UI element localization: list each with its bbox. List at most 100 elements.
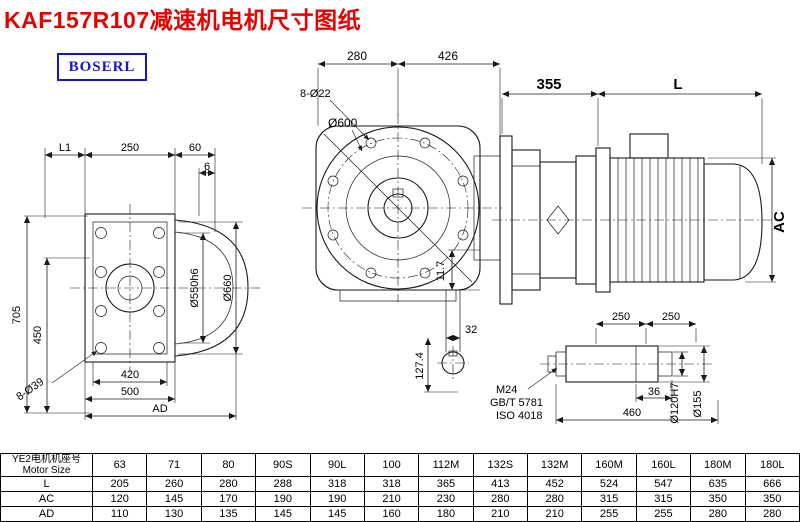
dim-value-cell: 110 xyxy=(91,506,148,522)
side-view: L1 250 60 6 705 450 Ø550h6 Ø660 420 500 … xyxy=(11,142,262,420)
dim-value-cell: 255 xyxy=(581,506,637,522)
shaft-detail: 250 250 Ø120H7 Ø155 36 460 M24 GB/T 5781… xyxy=(490,311,719,424)
dim-value-cell: 666 xyxy=(744,476,800,492)
dim-value-cell: 160 xyxy=(363,506,420,522)
frame-size-col: 100 xyxy=(363,453,420,477)
dim-value-cell: 280 xyxy=(744,506,800,522)
flange-bolt-hole xyxy=(457,175,469,187)
dim-value-cell: 190 xyxy=(309,491,365,507)
frame-size-col: 132M xyxy=(526,453,583,477)
bolt-hole xyxy=(153,342,165,354)
flange-bolt-hole xyxy=(327,175,339,187)
motor-side-view: 355 L AC xyxy=(492,76,788,305)
dim-8xd22-label: 8-Ø22 xyxy=(300,88,331,100)
dim-value-cell: 318 xyxy=(363,476,420,492)
dim-value-cell: 190 xyxy=(255,491,311,507)
row-label: AC xyxy=(0,491,93,507)
dim-value-cell: 315 xyxy=(581,491,637,507)
bolt-hole xyxy=(153,266,165,278)
dim-8xd39-label: 8-Ø39 xyxy=(14,376,46,403)
bolt-hole xyxy=(153,305,165,317)
dim-value-cell: 350 xyxy=(744,491,800,507)
dim-ad-label: AD xyxy=(152,403,167,415)
dim-420-label: 420 xyxy=(121,369,139,381)
frame-size-col: 71 xyxy=(146,453,202,477)
dim-d600-label: Ø600 xyxy=(328,116,358,130)
dim-280-label: 280 xyxy=(347,49,367,63)
frame-size-col: 90S xyxy=(255,453,311,477)
dim-value-cell: 130 xyxy=(146,506,202,522)
dim-127-4-label: 127.4 xyxy=(414,352,426,380)
frame-size-col: 63 xyxy=(91,453,148,477)
dim-460-label: 460 xyxy=(623,407,641,419)
front-view: 8-Ø22 Ø600 280 426 11.7 32 127.4 xyxy=(300,49,502,393)
page-title: KAF157R107减速机电机尺寸图纸 xyxy=(4,7,362,33)
dim-value-cell: 288 xyxy=(255,476,311,492)
dim-355-label: 355 xyxy=(536,76,561,93)
dim-value-cell: 145 xyxy=(146,491,202,507)
frame-size-col: 180M xyxy=(690,453,746,477)
frame-size-col: 80 xyxy=(200,453,257,477)
dim-d660-label: Ø660 xyxy=(222,275,234,302)
dim-value-cell: 230 xyxy=(418,491,474,507)
bolt-hole xyxy=(95,227,107,239)
flange-bolt-hole xyxy=(457,229,469,241)
dim-value-cell: 413 xyxy=(472,476,529,492)
dim-d120-label: Ø120H7 xyxy=(669,383,681,424)
dim-value-cell: 210 xyxy=(363,491,420,507)
dim-value-cell: 180 xyxy=(418,506,474,522)
frame-size-col: 160M xyxy=(581,453,637,477)
dim-value-cell: 145 xyxy=(255,506,311,522)
dim-value-cell: 260 xyxy=(146,476,202,492)
technical-drawing: L1 250 60 6 705 450 Ø550h6 Ø660 420 500 … xyxy=(11,49,788,424)
bolt-hole xyxy=(153,227,165,239)
flange-bolt-hole xyxy=(365,267,377,279)
dim-value-cell: 452 xyxy=(526,476,583,492)
dim-value-cell: 547 xyxy=(635,476,692,492)
dim-value-cell: 205 xyxy=(91,476,148,492)
dim-6-label: 6 xyxy=(204,161,210,173)
standard-gbt-label: GB/T 5781 xyxy=(490,397,543,409)
frame-size-col: 112M xyxy=(418,453,474,477)
fan-cowl xyxy=(703,163,763,281)
dim-250b-label: 250 xyxy=(662,311,680,323)
motor-size-header-en: Motor Size xyxy=(22,465,71,476)
bolt-hole xyxy=(95,342,107,354)
dim-value-cell: 120 xyxy=(91,491,148,507)
bolt-hole xyxy=(95,305,107,317)
brand-logo-text: BOSERL xyxy=(68,58,136,75)
motor-size-header-cn: YE2电机机座号 xyxy=(12,454,81,466)
dim-705-label: 705 xyxy=(11,306,23,324)
dim-value-cell: 255 xyxy=(635,506,692,522)
thread-m24-label: M24 xyxy=(496,384,517,396)
dim-value-cell: 145 xyxy=(309,506,365,522)
flange-bolt-hole xyxy=(419,137,431,149)
flange-bolt-hole xyxy=(419,267,431,279)
dim-value-cell: 135 xyxy=(200,506,257,522)
dim-l-label: L xyxy=(673,76,682,93)
oil-plug-mark xyxy=(546,205,570,235)
dim-value-cell: 635 xyxy=(690,476,746,492)
dim-value-cell: 315 xyxy=(635,491,692,507)
dim-value-cell: 210 xyxy=(526,506,583,522)
dim-32-label: 32 xyxy=(465,324,477,336)
frame-size-col: 132S xyxy=(472,453,529,477)
dim-450-label: 450 xyxy=(32,326,44,344)
dim-60-label: 60 xyxy=(189,142,201,154)
dim-value-cell: 524 xyxy=(581,476,637,492)
row-label: L xyxy=(0,476,93,492)
dim-426-label: 426 xyxy=(438,49,458,63)
dim-250-label: 250 xyxy=(121,142,139,154)
dim-36-label: 36 xyxy=(648,386,660,398)
dim-value-cell: 170 xyxy=(200,491,257,507)
dim-l1-label: L1 xyxy=(59,142,71,154)
dim-value-cell: 318 xyxy=(309,476,365,492)
dim-11-7-label: 11.7 xyxy=(435,261,447,282)
standard-iso-label: ISO 4018 xyxy=(496,410,542,422)
dim-value-cell: 280 xyxy=(690,506,746,522)
